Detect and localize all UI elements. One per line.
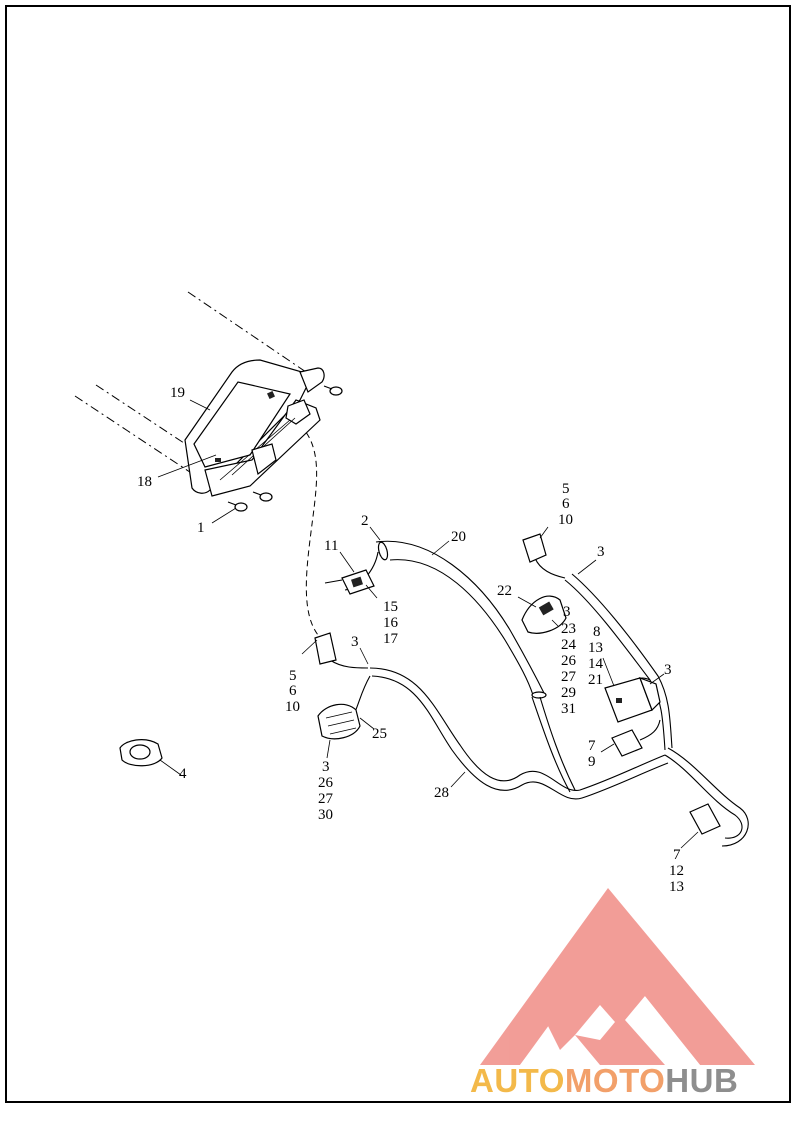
callout-31: 31: [561, 701, 576, 717]
callout-22: 22: [497, 583, 512, 599]
callout-labels: 19 18 1 2 20 11 15 16 17 5 6 10 3 22 3 2…: [137, 385, 684, 895]
watermark-logo-mark: [480, 888, 755, 1065]
callout-30: 30: [318, 807, 333, 823]
callout-26-bottom: 26: [318, 775, 334, 791]
callout-14: 14: [588, 656, 604, 672]
callout-12: 12: [669, 863, 684, 879]
callout-24: 24: [561, 637, 577, 653]
callout-3-leftmid: 3: [351, 634, 359, 650]
watermark-auto: AUTO: [470, 1062, 565, 1099]
connector-3-25: [317, 703, 361, 740]
callout-3-right: 3: [664, 662, 672, 678]
callout-10-left: 10: [285, 699, 300, 715]
connector-7-9: [611, 729, 643, 757]
callout-17: 17: [383, 631, 399, 647]
diagram-frame: [5, 5, 791, 1103]
callout-3-bottom: 3: [322, 759, 330, 775]
screw-1-lower-a: [252, 491, 273, 502]
callout-2: 2: [361, 513, 369, 529]
callout-13-bottom: 13: [669, 879, 684, 895]
connector-22-23: [521, 595, 567, 634]
callout-7-bottom: 7: [673, 847, 681, 863]
callout-21: 21: [588, 672, 603, 688]
callout-25: 25: [372, 726, 387, 742]
callout-15: 15: [383, 599, 398, 615]
connector-5-left: [314, 632, 337, 665]
watermark-moto: MOTO: [564, 1062, 666, 1099]
callout-9: 9: [588, 754, 596, 770]
callout-13-mid: 13: [588, 640, 603, 656]
callout-7-mid: 7: [588, 738, 596, 754]
callout-10-top: 10: [558, 512, 573, 528]
callout-5-left: 5: [289, 668, 297, 684]
clip-4: [119, 739, 163, 767]
connector-11-15: [324, 569, 375, 595]
main-harness: [329, 551, 749, 847]
watermark-hub: HUB: [665, 1062, 739, 1099]
connector-8-21: [604, 676, 661, 723]
callout-27-bottom: 27: [318, 791, 334, 807]
callout-8: 8: [593, 624, 601, 640]
callout-6-top: 6: [562, 496, 570, 512]
connector-5-top: [522, 533, 547, 563]
callout-28: 28: [434, 785, 449, 801]
callout-3-mid: 3: [563, 604, 571, 620]
callout-23: 23: [561, 621, 576, 637]
callout-11: 11: [324, 538, 338, 554]
leader-lines: [157, 399, 699, 849]
callout-20: 20: [451, 529, 466, 545]
screw-1-upper: [323, 385, 343, 396]
callout-4: 4: [179, 766, 187, 782]
instrument-module: [184, 359, 325, 497]
callout-5-top: 5: [562, 481, 570, 497]
callout-1: 1: [197, 520, 205, 536]
screw-1-lower-b: [227, 501, 248, 512]
callout-18: 18: [137, 474, 152, 490]
callout-16: 16: [383, 615, 399, 631]
callout-6-left: 6: [289, 683, 297, 699]
callout-29: 29: [561, 685, 576, 701]
callout-19: 19: [170, 385, 185, 401]
callout-26-mid: 26: [561, 653, 577, 669]
callout-27-mid: 27: [561, 669, 577, 685]
connector-7-12: [689, 803, 721, 835]
watermark-logo-text: AUTOMOTOHUB: [470, 1062, 738, 1100]
callout-3-top: 3: [597, 544, 605, 560]
conduit-sleeve: [375, 540, 547, 699]
